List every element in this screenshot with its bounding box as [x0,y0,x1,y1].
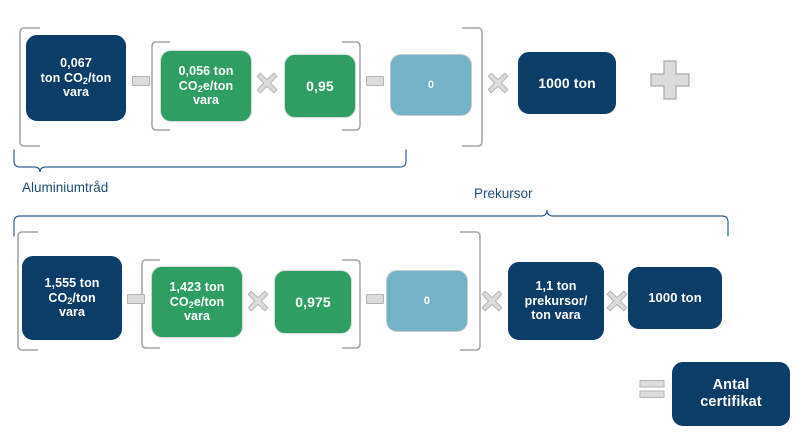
subscript-2: 2 [197,83,203,94]
box-r2-b1: 1,555 ton CO2/ton vara [22,256,122,340]
result-line2: certifikat [700,394,762,410]
subscript-2: 2 [188,299,194,310]
operator-times-r2-1 [247,290,269,312]
operator-equals [639,379,665,399]
box-r2-b6: 1000 ton [628,267,722,329]
inner-bracket-row1 [150,40,362,132]
box-r1-b1-line1: 0,067 [60,55,92,70]
operator-minus-r1-2 [366,76,384,86]
box-r2-b1-line3: vara [58,305,86,320]
box-r1-b2-line2c: e/ton [202,78,234,93]
subscript-2: 2 [67,295,73,306]
operator-minus-r2-1 [127,294,145,304]
box-result-antal-certifikat: Antal certifikat [672,362,790,426]
box-r1-b5: 1000 ton [518,52,616,114]
outer-bracket-row1 [18,26,484,148]
box-r1-b4-line1: 0 [427,78,435,91]
subscript-2: 2 [82,75,89,86]
box-r2-b2-line3: vara [183,309,211,324]
box-r2-b4-line1: 0 [423,294,431,307]
outer-bracket-row2 [16,230,482,352]
box-r1-b5-line1: 1000 ton [538,74,596,91]
box-r2-b2: 1,423 ton CO2e/ton vara [151,266,243,338]
operator-plus [650,60,690,100]
result-line1: Antal [712,376,750,393]
box-r1-b1-line2c: /ton [88,70,112,85]
box-r1-b1-line2a: ton CO [40,70,83,85]
box-r2-b6-line1: 1000 ton [648,290,702,306]
box-r2-b3-line1: 0,975 [295,293,331,310]
operator-times-r2-3 [606,290,628,312]
box-r2-b4: 0 [386,270,468,332]
box-r2-b3: 0,975 [274,270,352,334]
operator-times-r2-2 [481,290,503,312]
operator-times-r1-2 [487,72,509,94]
brace-aluminiumtrad [10,148,410,176]
box-r2-b1-line2c: /ton [72,290,96,305]
box-r1-b3-line1: 0,95 [306,77,334,94]
box-r2-b2-line2c: e/ton [193,294,225,309]
box-r2-b1-line1: 1,555 ton [44,275,100,290]
box-r1-b1-line3: vara [62,85,90,100]
inner-bracket-row2 [140,258,362,350]
box-r2-b5-line2: prekursor/ [524,293,588,308]
brace-prekursor [10,208,736,238]
box-r2-b1-line2a: CO [48,290,68,305]
box-r2-b2-line2a: CO [169,294,189,309]
box-r1-b2-line1: 0,056 ton [178,63,234,78]
operator-times-r1-1 [256,72,278,94]
box-r1-b2-line2a: CO [178,78,198,93]
group-label-prekursor: Prekursor [474,186,533,201]
operator-minus-r1-1 [132,76,150,86]
box-r1-b2-line3: vara [192,93,220,108]
group-label-aluminiumtrad: Aluminiumtråd [22,180,109,195]
box-r1-b1: 0,067 ton CO2/ton vara [26,35,126,121]
box-r1-b3: 0,95 [284,54,356,118]
box-r2-b5-line1: 1,1 ton [535,278,577,293]
box-r2-b5-line3: ton vara [531,308,581,323]
box-r1-b4: 0 [390,54,472,116]
box-r2-b2-line1: 1,423 ton [169,279,225,294]
box-r2-b5: 1,1 ton prekursor/ ton vara [508,262,604,340]
operator-minus-r2-2 [366,294,384,304]
box-r1-b2: 0,056 ton CO2e/ton vara [160,50,252,122]
